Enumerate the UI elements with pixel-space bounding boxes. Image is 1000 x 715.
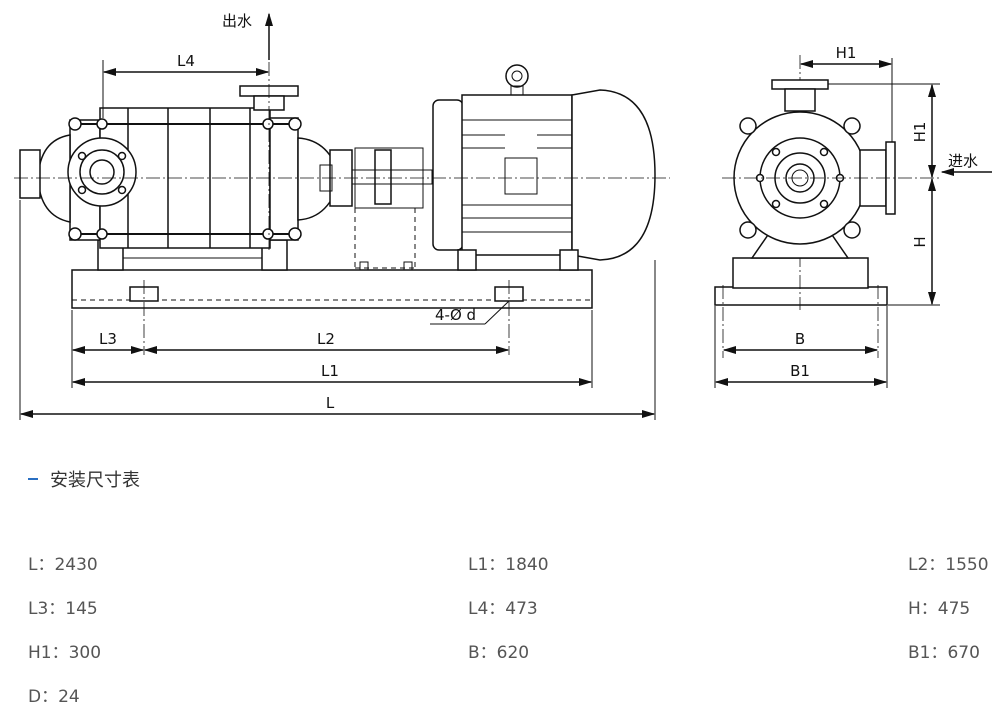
section-title-text: 安装尺寸表 — [50, 470, 140, 491]
dim-H1-side: H1 — [911, 122, 929, 143]
dim-H1-top: H1 — [836, 44, 857, 62]
outlet-label: 出水 — [222, 12, 252, 30]
spec-L2: L2：1550 — [908, 555, 989, 575]
section-title-bar — [28, 478, 38, 480]
end-view: 进水 H1 H1 H B B1 — [714, 44, 992, 388]
dim-L: L — [326, 394, 335, 412]
dim-B: B — [795, 330, 805, 348]
section-title: 安装尺寸表 — [28, 466, 140, 492]
dim-L4: L4 — [177, 52, 195, 70]
dim-L3: L3 — [99, 330, 117, 348]
dim-B1: B1 — [790, 362, 810, 380]
inlet-label: 进水 — [948, 152, 978, 170]
coupling — [351, 147, 433, 271]
motor — [432, 64, 656, 271]
bearing-housing — [297, 137, 353, 221]
spec-L1: L1：1840 — [468, 555, 549, 575]
spec-L: L：2430 — [28, 555, 98, 575]
spec-H1: H1：300 — [28, 643, 102, 663]
spec-B1: B1：670 — [908, 643, 980, 663]
pump-installation-drawing: 出水 L4 4-Ø d L3 L2 L1 L — [14, 12, 992, 420]
spec-B: B：620 — [468, 643, 530, 663]
dim-L1: L1 — [321, 362, 339, 380]
bolt-holes-label: 4-Ø d — [435, 306, 476, 324]
side-view: 出水 L4 4-Ø d L3 L2 L1 L — [14, 12, 670, 420]
spec-D: D：24 — [28, 687, 80, 707]
spec-L3: L3：145 — [28, 599, 98, 619]
spec-L4: L4：473 — [468, 599, 538, 619]
dim-L2: L2 — [317, 330, 335, 348]
spec-H: H：475 — [908, 599, 971, 619]
dim-H: H — [911, 236, 929, 247]
